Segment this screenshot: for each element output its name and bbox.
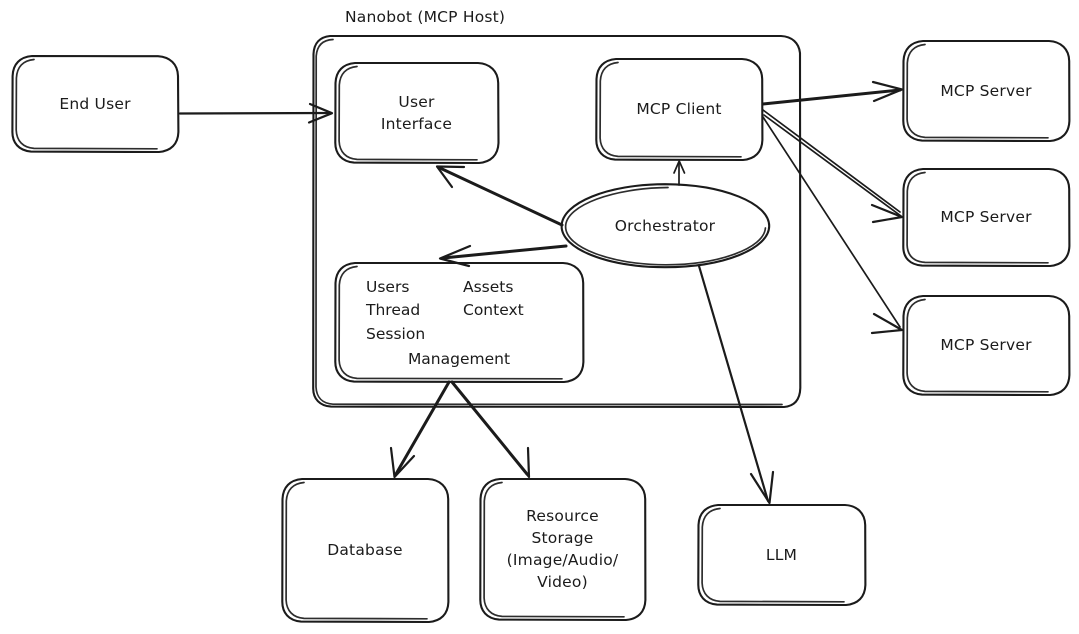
edge-management-to-database: [389, 380, 451, 479]
llm-node[interactable]: [697, 503, 867, 607]
mcp-server-3-node[interactable]: [902, 294, 1071, 397]
container-title: Nanobot (MCP Host): [345, 8, 506, 26]
orchestrator-node[interactable]: [560, 183, 771, 269]
end-user-node[interactable]: [11, 54, 180, 154]
mcp-client-node[interactable]: [595, 57, 764, 162]
mcp-server-2-node[interactable]: [902, 167, 1071, 268]
management-footer-label: Management: [407, 350, 511, 368]
management-column-left: Users Thread Session: [366, 278, 426, 343]
mcp-server-1-node[interactable]: [902, 39, 1071, 143]
edge-orchestrator-to-mcp-client: [673, 160, 686, 186]
user-interface-node[interactable]: [334, 61, 500, 165]
edge-end-user-to-user-interface: [178, 102, 334, 124]
edge-mcp-client-to-mcp-server-2: [762, 109, 904, 224]
edge-orchestrator-to-user-interface: [435, 165, 564, 227]
management-text-block: Users Thread Session Assets Context Mana…: [335, 262, 583, 382]
resource-storage-node[interactable]: [479, 477, 647, 622]
edge-mcp-client-to-mcp-server-1: [761, 80, 904, 106]
nanobot-host-container[interactable]: [312, 34, 802, 409]
database-node[interactable]: [281, 477, 450, 624]
management-column-right: Assets Context: [463, 278, 524, 320]
edge-orchestrator-to-llm: [697, 264, 775, 505]
edge-orchestrator-to-management: [438, 244, 568, 268]
management-node[interactable]: [334, 261, 585, 384]
edge-mcp-client-to-mcp-server-3: [762, 116, 904, 335]
edge-management-to-resource-storage: [450, 380, 531, 479]
